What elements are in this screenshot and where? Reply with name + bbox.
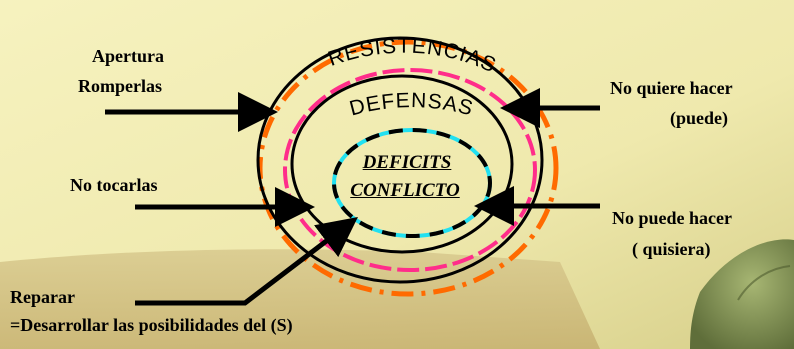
desarrollar-label: =Desarrollar las posibilidades del (S) xyxy=(10,315,293,335)
no-quiere-label: No quiere hacer xyxy=(610,78,733,98)
inner-black-dashed-ring xyxy=(332,128,492,238)
no-tocarlas-label: No tocarlas xyxy=(70,175,158,195)
middle-black-ring xyxy=(290,74,514,254)
romperlas-label: Romperlas xyxy=(78,76,162,96)
conflicto-label: CONFLICTO xyxy=(350,180,460,201)
puede-label: (puede) xyxy=(670,108,728,128)
arrow-reparar xyxy=(135,216,358,306)
quisiera-label: ( quisiera) xyxy=(632,239,711,259)
apertura-label: Apertura xyxy=(92,46,164,66)
defensas-label: DEFENSAS xyxy=(347,89,476,120)
outer-orange-ring xyxy=(257,39,559,297)
middle-pink-ring xyxy=(283,68,537,272)
reparar-label: Reparar xyxy=(10,287,75,307)
deficits-label: DEFICITS xyxy=(362,152,452,173)
no-puede-label: No puede hacer xyxy=(612,208,732,228)
outer-black-ring xyxy=(256,36,544,284)
